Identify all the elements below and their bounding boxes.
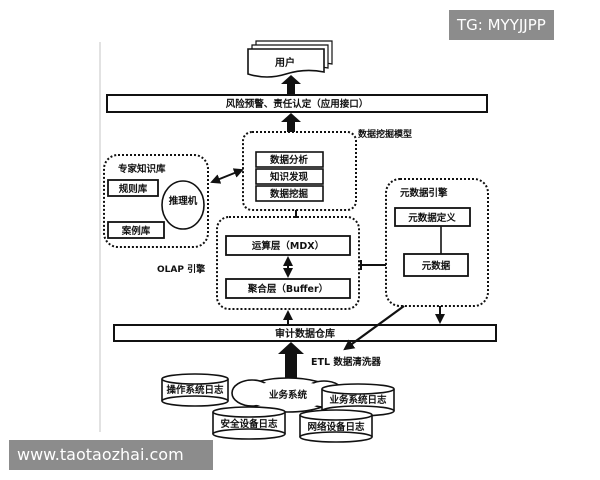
api-bar-label: 风险预警、责任认定（应用接口） <box>226 98 369 110</box>
os-log-cylinder: 操作系统日志 <box>161 373 229 407</box>
arrow-mining-to-api <box>281 113 301 132</box>
arrow-metadata-etl <box>343 305 405 351</box>
business-system-label: 业务系统 <box>269 389 308 401</box>
mining-item-analysis <box>255 151 324 168</box>
arrow-api-to-user <box>281 75 301 94</box>
arrow-sources-to-warehouse <box>278 342 304 382</box>
watermark-bottom: www.taotaozhai.com <box>9 440 213 470</box>
olap-engine-label: OLAP 引擎 <box>157 263 205 275</box>
business-log-label: 业务系统日志 <box>329 394 387 406</box>
data-mining-model-label: 数据挖掘模型 <box>358 128 412 140</box>
inference-engine-label: 推理机 <box>169 195 198 207</box>
metadata-engine-group <box>385 178 489 307</box>
watermark-top: TG: MYYJJPP <box>449 10 554 40</box>
mining-item-analysis-label: 数据分析 <box>269 154 309 166</box>
mining-item-mining-label: 数据挖掘 <box>269 188 309 200</box>
inference-engine <box>161 180 205 230</box>
metadata-definition-label: 元数据定义 <box>408 212 456 224</box>
rules-base <box>107 179 159 197</box>
mining-item-discovery-label: 知识发现 <box>269 171 309 183</box>
aggregate-layer <box>225 278 351 299</box>
network-log-label: 网络设备日志 <box>307 421 365 433</box>
case-base <box>107 221 165 239</box>
user-label: 用户 <box>274 56 295 69</box>
os-log-label: 操作系统日志 <box>166 384 224 396</box>
security-log-cylinder: 安全设备日志 <box>212 406 286 440</box>
expert-kb-group <box>103 154 209 248</box>
business-system-cloud: 业务系统 <box>231 377 345 413</box>
security-log-label: 安全设备日志 <box>220 418 278 430</box>
compute-layer-label: 运算层（MDX） <box>252 240 324 252</box>
network-log-cylinder: 网络设备日志 <box>299 409 373 443</box>
metadata-engine-title: 元数据引擎 <box>400 187 448 199</box>
metadata-definition <box>394 207 471 227</box>
business-log-cylinder: 业务系统日志 <box>321 383 395 417</box>
expert-kb-title: 专家知识库 <box>118 163 166 175</box>
metadata-box-label: 元数据 <box>422 260 451 272</box>
aggregate-layer-label: 聚合层（Buffer） <box>247 283 328 295</box>
audit-data-warehouse <box>113 324 497 342</box>
etl-label: ETL 数据清洗器 <box>311 356 381 368</box>
api-bar <box>106 94 488 113</box>
mining-item-discovery <box>255 168 324 185</box>
user-node: 用户 <box>247 40 333 78</box>
rules-base-label: 规则库 <box>119 183 148 195</box>
metadata-box <box>403 253 469 277</box>
mining-item-mining <box>255 185 324 202</box>
compute-layer <box>225 235 351 256</box>
arrow-expert-mining <box>210 168 244 184</box>
audit-data-warehouse-label: 审计数据仓库 <box>275 327 335 340</box>
case-base-label: 案例库 <box>121 225 151 237</box>
